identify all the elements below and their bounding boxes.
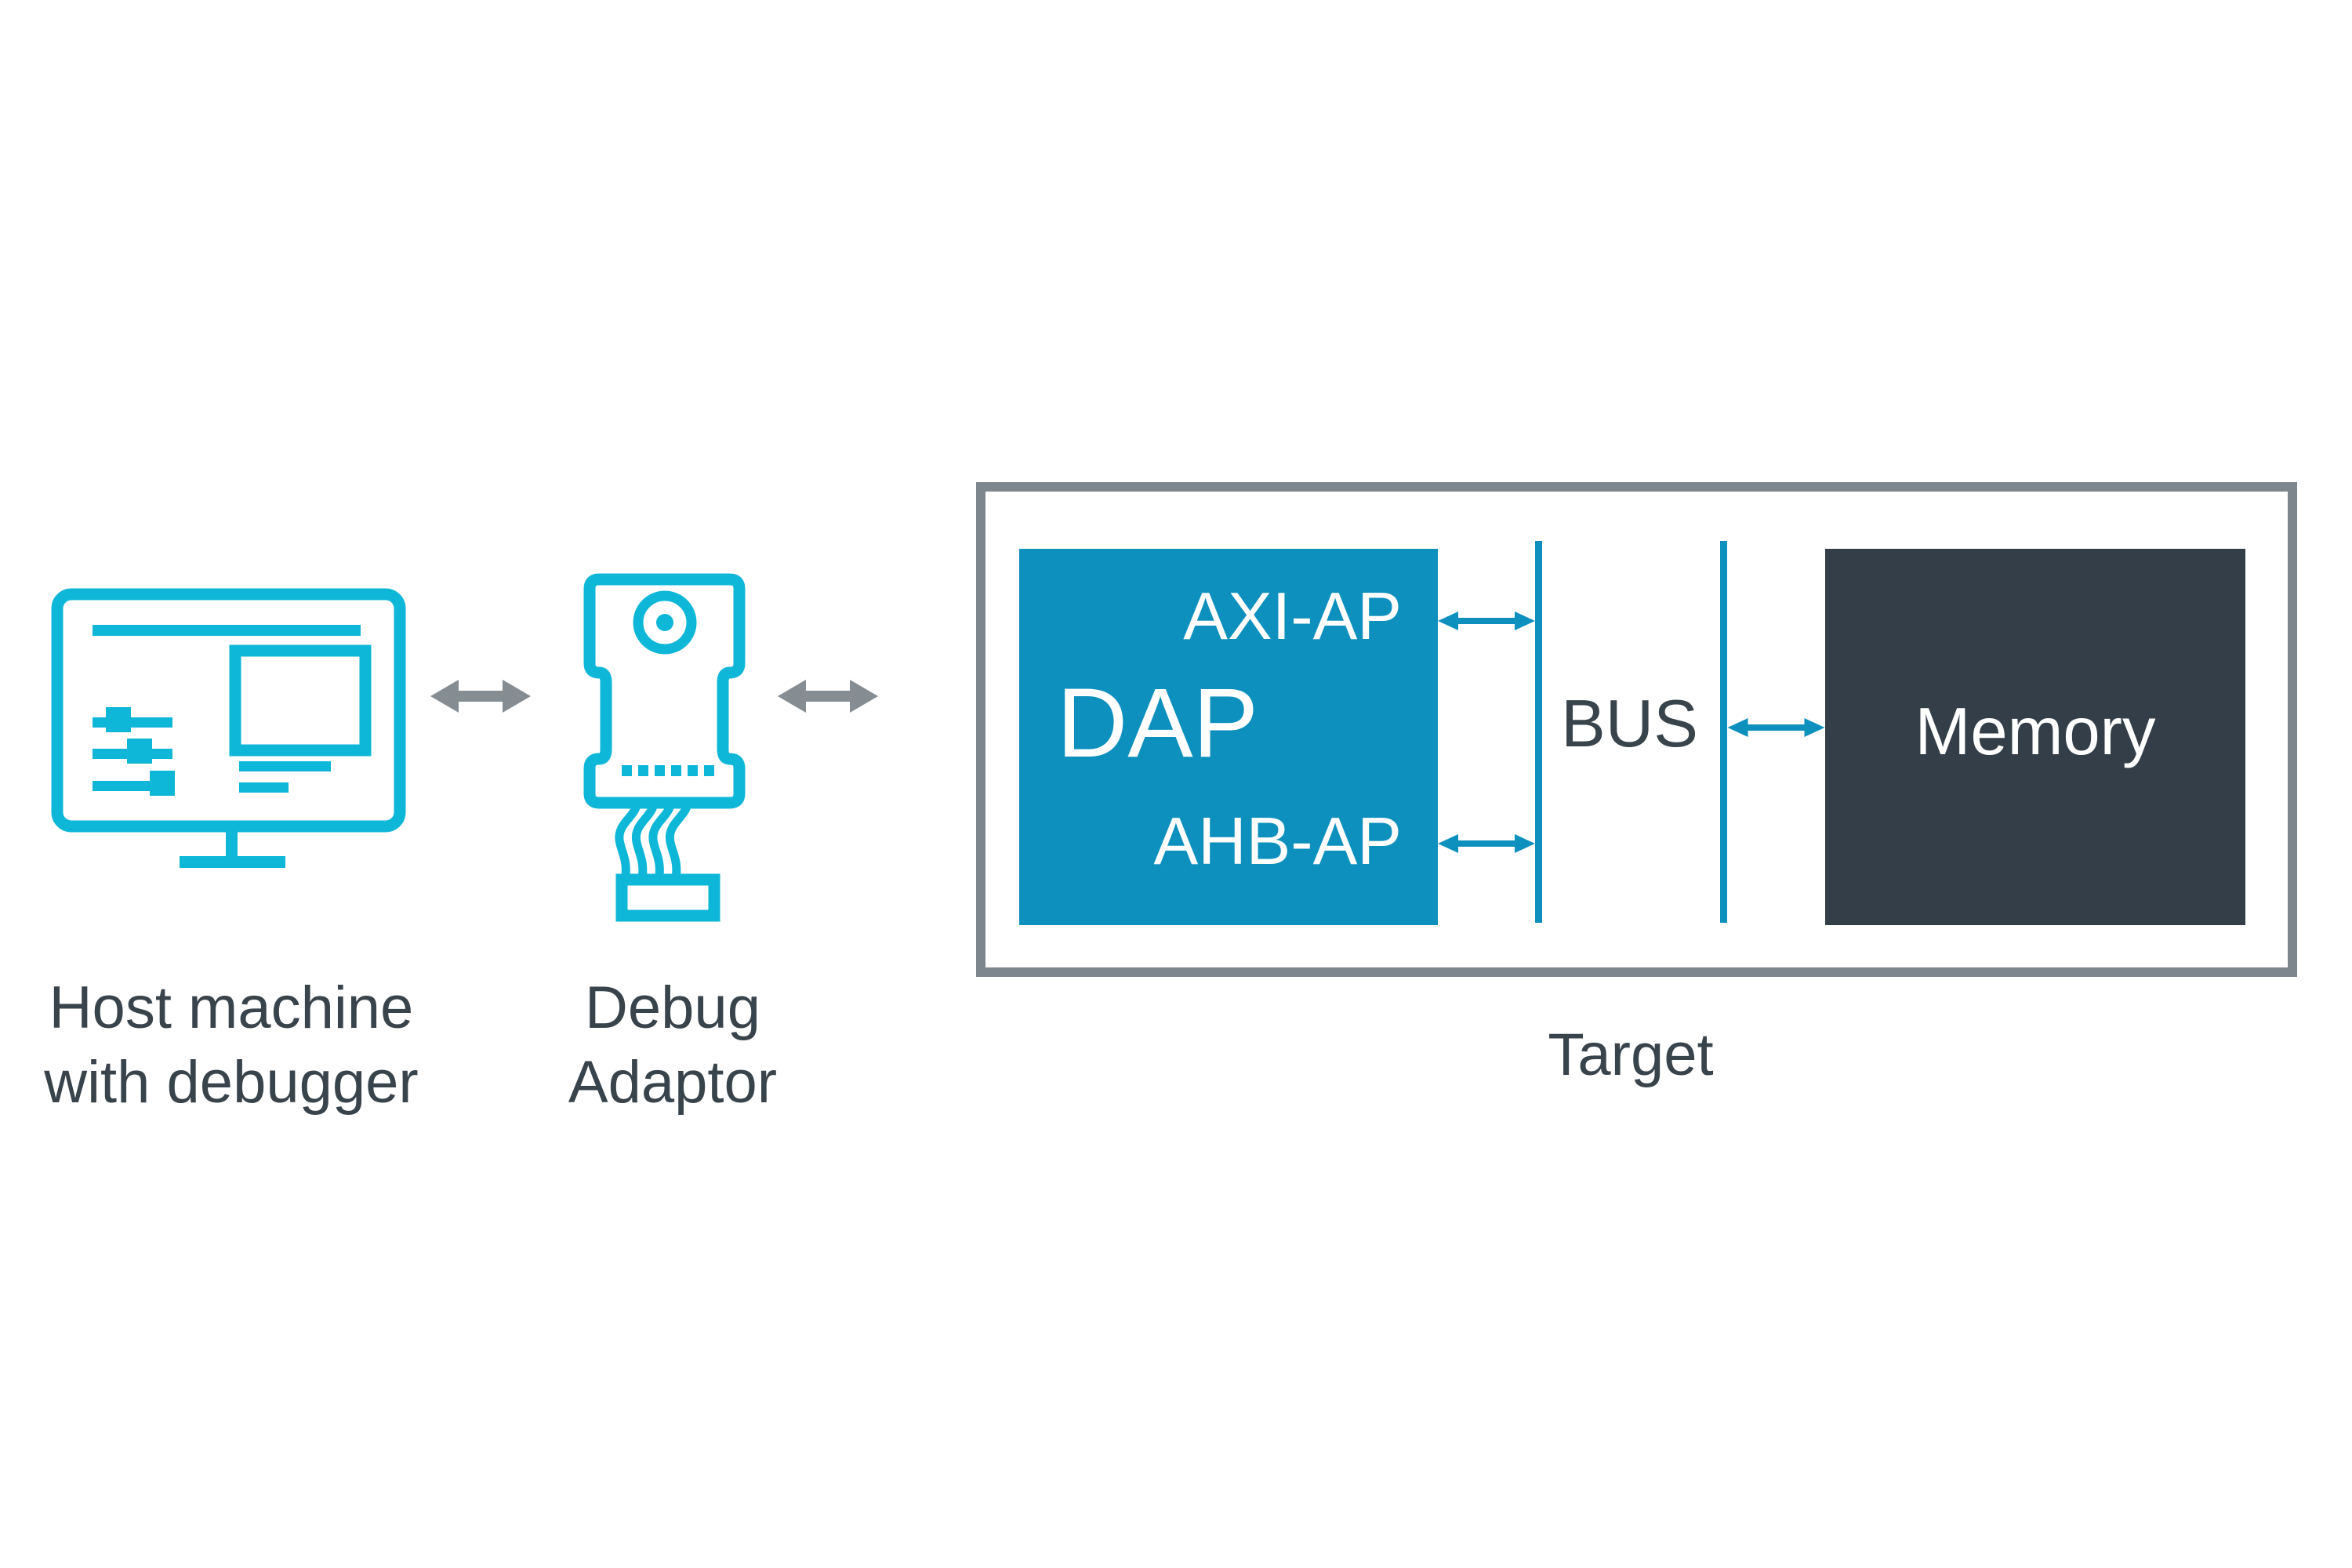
probe-pin: [655, 765, 665, 776]
ahb-ap-port-label: AHB-AP: [1153, 804, 1402, 879]
monitor-base: [180, 856, 285, 868]
probe-pin: [638, 765, 648, 776]
bus-rail-right: [1720, 541, 1727, 923]
slider-bar: [93, 717, 172, 728]
probe-button-ring: [633, 590, 697, 655]
monitor-text-line: [239, 782, 289, 793]
probe-connector: [615, 873, 720, 922]
probe-pin: [671, 765, 681, 776]
ahb-bus-double-arrow-icon: [1438, 834, 1535, 853]
slider-knob: [127, 739, 152, 764]
axi-bus-double-arrow-icon: [1438, 612, 1535, 630]
ribbon-wire: [615, 804, 641, 882]
probe-pin: [622, 765, 632, 776]
bus-rail-left: [1535, 541, 1542, 923]
probe-body: [583, 573, 746, 809]
dap-title: DAP: [1057, 669, 1259, 778]
ribbon-wire: [631, 804, 658, 882]
axi-ap-port-label: AXI-AP: [1183, 579, 1402, 654]
adaptor-label-line1: Debug: [585, 975, 760, 1041]
host-adaptor-double-arrow-icon: [430, 680, 531, 713]
target-label: Target: [1548, 1022, 1714, 1088]
bus-memory-double-arrow-icon: [1727, 718, 1825, 737]
ribbon-wire: [665, 804, 691, 882]
target-box: [976, 482, 2297, 977]
host-label-line1: Host machine: [49, 975, 414, 1041]
probe-pin: [704, 765, 714, 776]
memory-label: Memory: [1915, 694, 2156, 769]
probe-button-dot: [656, 614, 673, 631]
monitor-titlebar: [93, 625, 361, 636]
debug-adaptor-label: Debug Adaptor: [517, 971, 828, 1120]
monitor-stand: [226, 826, 238, 858]
probe-pin: [688, 765, 698, 776]
ribbon-wire: [648, 804, 675, 882]
slider-knob: [150, 771, 175, 796]
monitor-debugger-icon: [51, 588, 406, 868]
host-machine-label: Host machine with debugger: [43, 971, 419, 1120]
adaptor-target-double-arrow-icon: [778, 680, 878, 713]
memory-block: Memory: [1825, 549, 2245, 925]
host-label-line2: with debugger: [44, 1049, 419, 1116]
bus-label: BUS: [1561, 687, 1698, 761]
debug-probe-icon: [583, 573, 746, 922]
dap-block: [1019, 549, 1438, 925]
slider-knob: [106, 707, 131, 732]
monitor-text-line: [239, 761, 331, 771]
monitor-window: [229, 644, 372, 757]
adaptor-label-line2: Adaptor: [568, 1049, 778, 1116]
